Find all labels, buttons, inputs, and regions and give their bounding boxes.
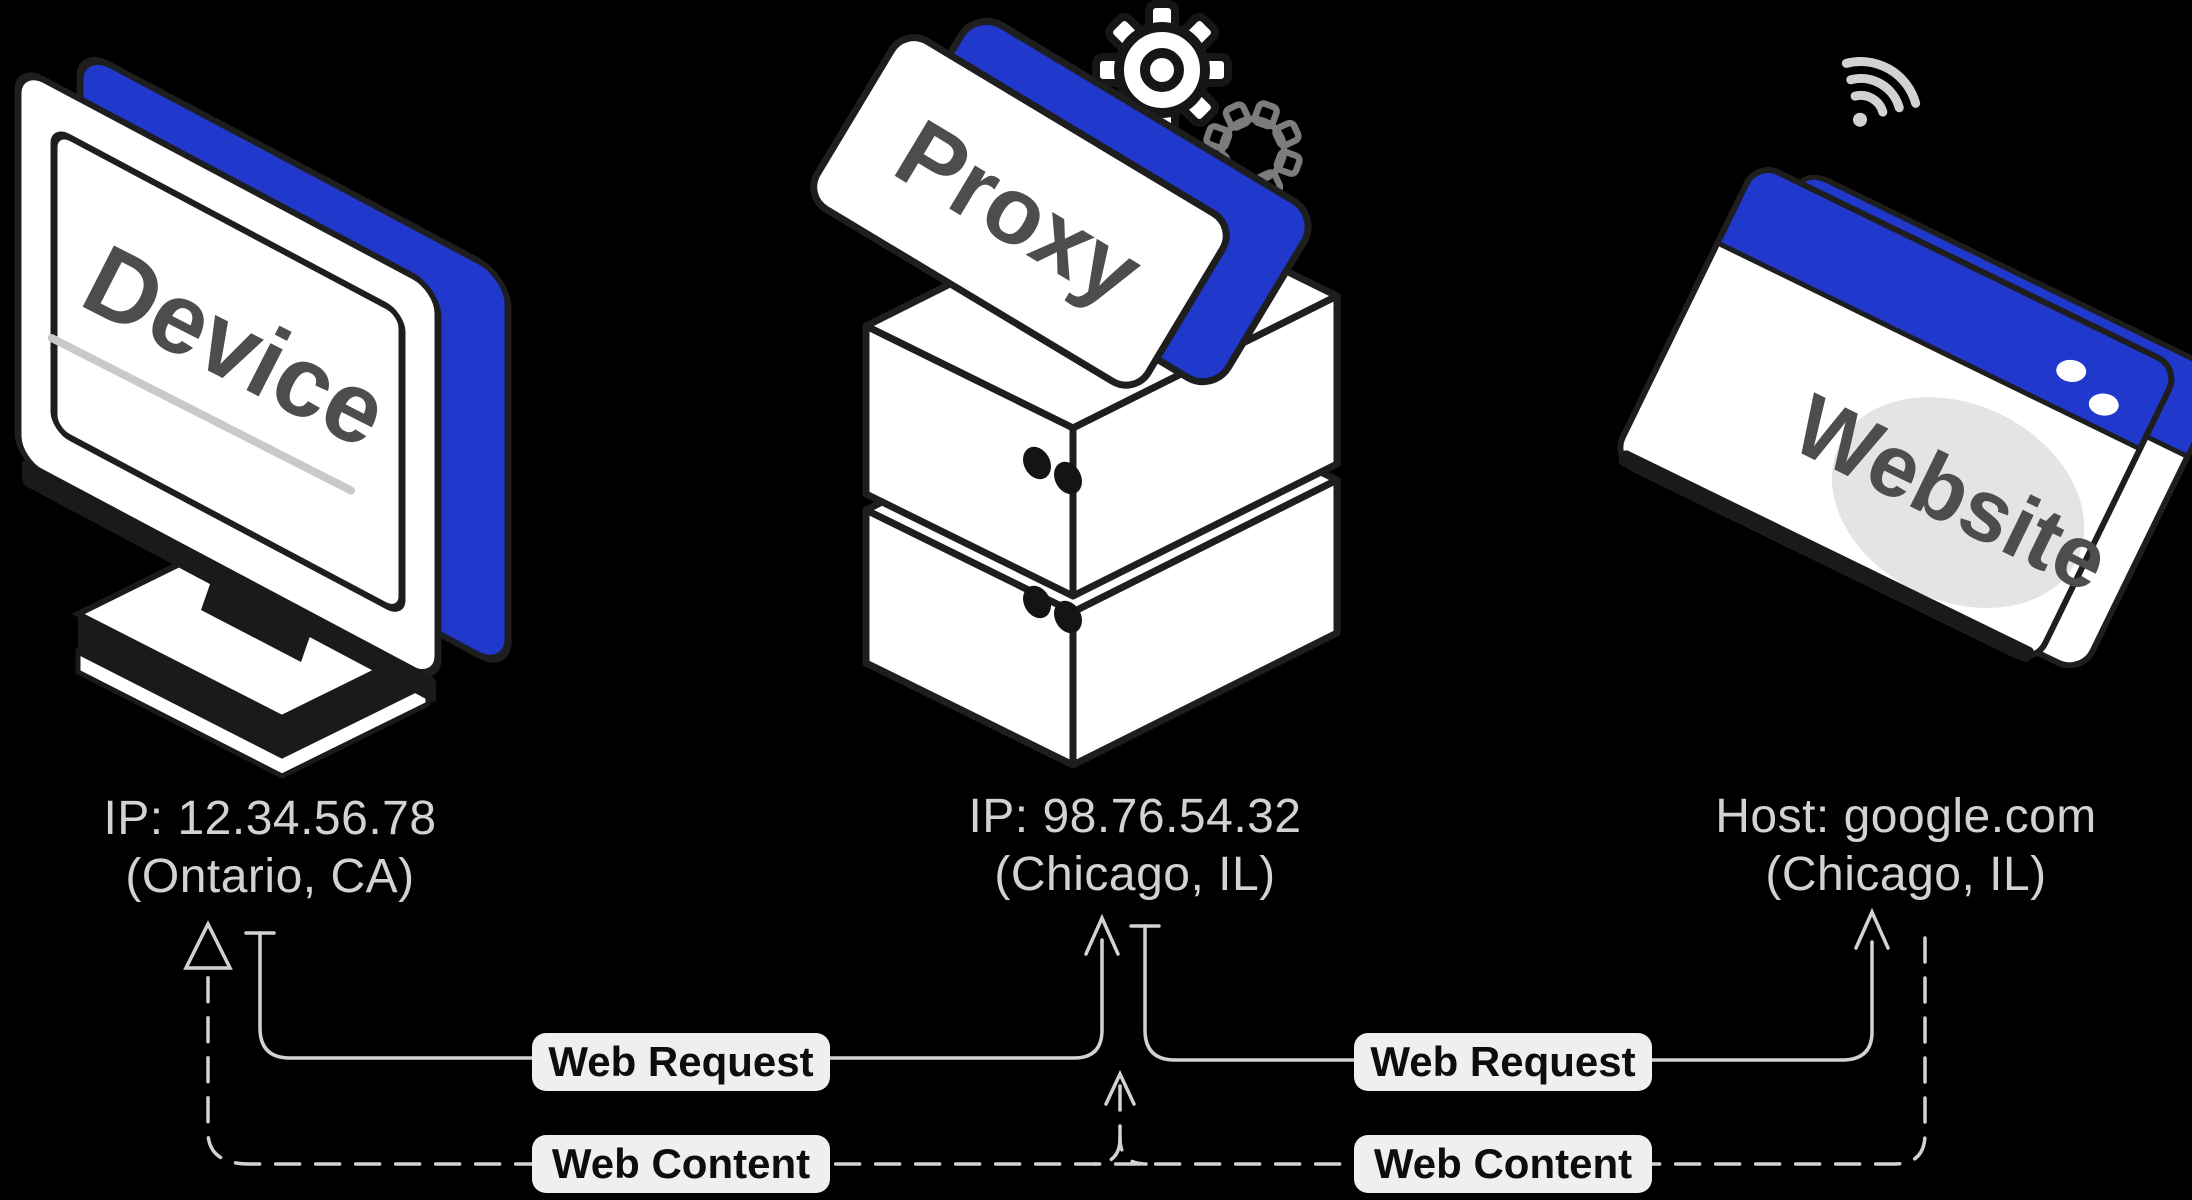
browser-bottom-edge xyxy=(1618,450,2034,663)
web-content-label-right: Web Content xyxy=(1354,1135,1652,1193)
proxy-location: (Chicago, IL) xyxy=(994,848,1276,901)
web-content-label-left: Web Content xyxy=(532,1135,830,1193)
arrowhead-up-website xyxy=(1854,907,1890,950)
arrowhead-up-proxy xyxy=(1084,913,1120,956)
device-location: (Ontario, CA) xyxy=(125,850,415,903)
titlebar-dots xyxy=(2056,359,2119,416)
arrowhead-triangle-device xyxy=(183,920,233,970)
device-illustration: Device xyxy=(14,56,512,779)
website-location: (Chicago, IL) xyxy=(1765,848,2047,901)
wifi-icon xyxy=(1841,57,1921,127)
edge-content-return-path xyxy=(206,936,1927,1166)
monitor-icon xyxy=(14,56,512,703)
device-caption: IP: 12.34.56.78 (Ontario, CA) xyxy=(30,790,510,906)
proxy-sign-face xyxy=(810,34,1230,389)
monitor-screen xyxy=(50,131,406,612)
titlebar-divider xyxy=(1716,240,2142,452)
content-ellipse xyxy=(1831,397,2085,608)
website-host: Host: google.com xyxy=(1715,790,2097,843)
proxy-illustration: Proxy xyxy=(810,0,1341,769)
website-caption: Host: google.com (Chicago, IL) xyxy=(1666,788,2146,904)
device-underline xyxy=(47,334,356,495)
server-leds xyxy=(1023,446,1082,634)
browser-window-icon: Website xyxy=(1617,167,2192,669)
arrowhead-up-proxy-dashed xyxy=(1104,1069,1136,1106)
browser-titlebar xyxy=(1717,169,2172,449)
proxy-ip: IP: 98.76.54.32 xyxy=(968,790,1302,843)
website-illustration: Website xyxy=(1617,57,2192,669)
web-request-label-left: Web Request xyxy=(532,1033,830,1091)
device-ip: IP: 12.34.56.78 xyxy=(103,792,437,845)
connections xyxy=(183,907,1927,1166)
monitor-bottom-edge xyxy=(22,460,436,703)
proxy-caption: IP: 98.76.54.32 (Chicago, IL) xyxy=(895,788,1375,904)
web-request-label-right: Web Request xyxy=(1354,1033,1652,1091)
